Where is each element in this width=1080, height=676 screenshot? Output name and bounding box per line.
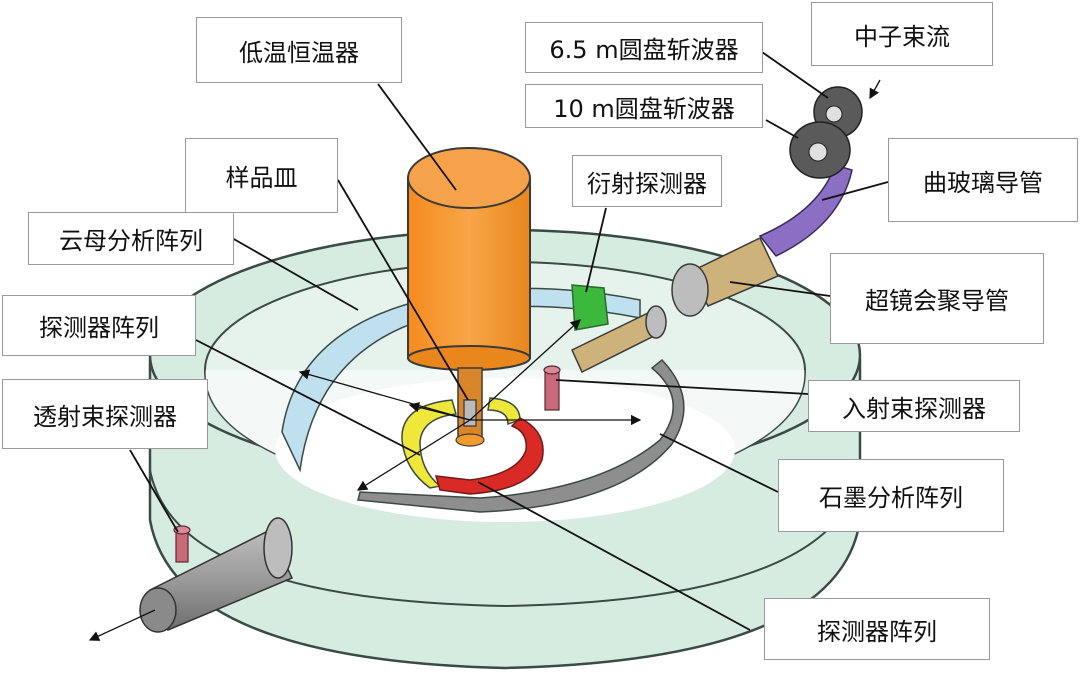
label-detector-array-bottom: 探测器阵列 (764, 598, 990, 660)
label-neutron-beam: 中子束流 (811, 2, 993, 66)
label-transmitted-detector: 透射束探测器 (2, 379, 208, 449)
label-supermirror-guide: 超镜会聚导管 (830, 253, 1044, 344)
label-sample-dish: 样品皿 (185, 138, 338, 213)
incident-beam-detector (543, 365, 561, 411)
transmitted-beam-pipe (139, 517, 294, 633)
scatter-arrows (88, 79, 881, 641)
label-chopper-6-5m: 6.5 m圆盘斩波器 (525, 22, 763, 73)
leader-lines (129, 51, 889, 631)
disk-chopper-10m (789, 121, 851, 179)
label-detector-array-left: 探测器阵列 (2, 295, 196, 356)
diffraction-detector (571, 284, 609, 331)
label-chopper-10m: 10 m圆盘斩波器 (525, 84, 763, 128)
graphite-analyzer-array (357, 358, 685, 513)
curved-guide (758, 164, 853, 257)
label-incident-detector: 入射束探测器 (808, 380, 1020, 432)
label-graphite-array: 石墨分析阵列 (778, 459, 1004, 532)
cryostat (407, 147, 531, 447)
red-detector-array (434, 417, 544, 495)
yellow-detector-array (401, 399, 457, 489)
label-cryostat: 低温恒温器 (196, 17, 402, 83)
label-curved-guide: 曲玻璃导管 (888, 138, 1078, 222)
label-mica-array: 云母分析阵列 (28, 212, 234, 265)
supermirror-guide (571, 236, 780, 374)
label-diffraction-detector: 衍射探测器 (572, 155, 722, 207)
